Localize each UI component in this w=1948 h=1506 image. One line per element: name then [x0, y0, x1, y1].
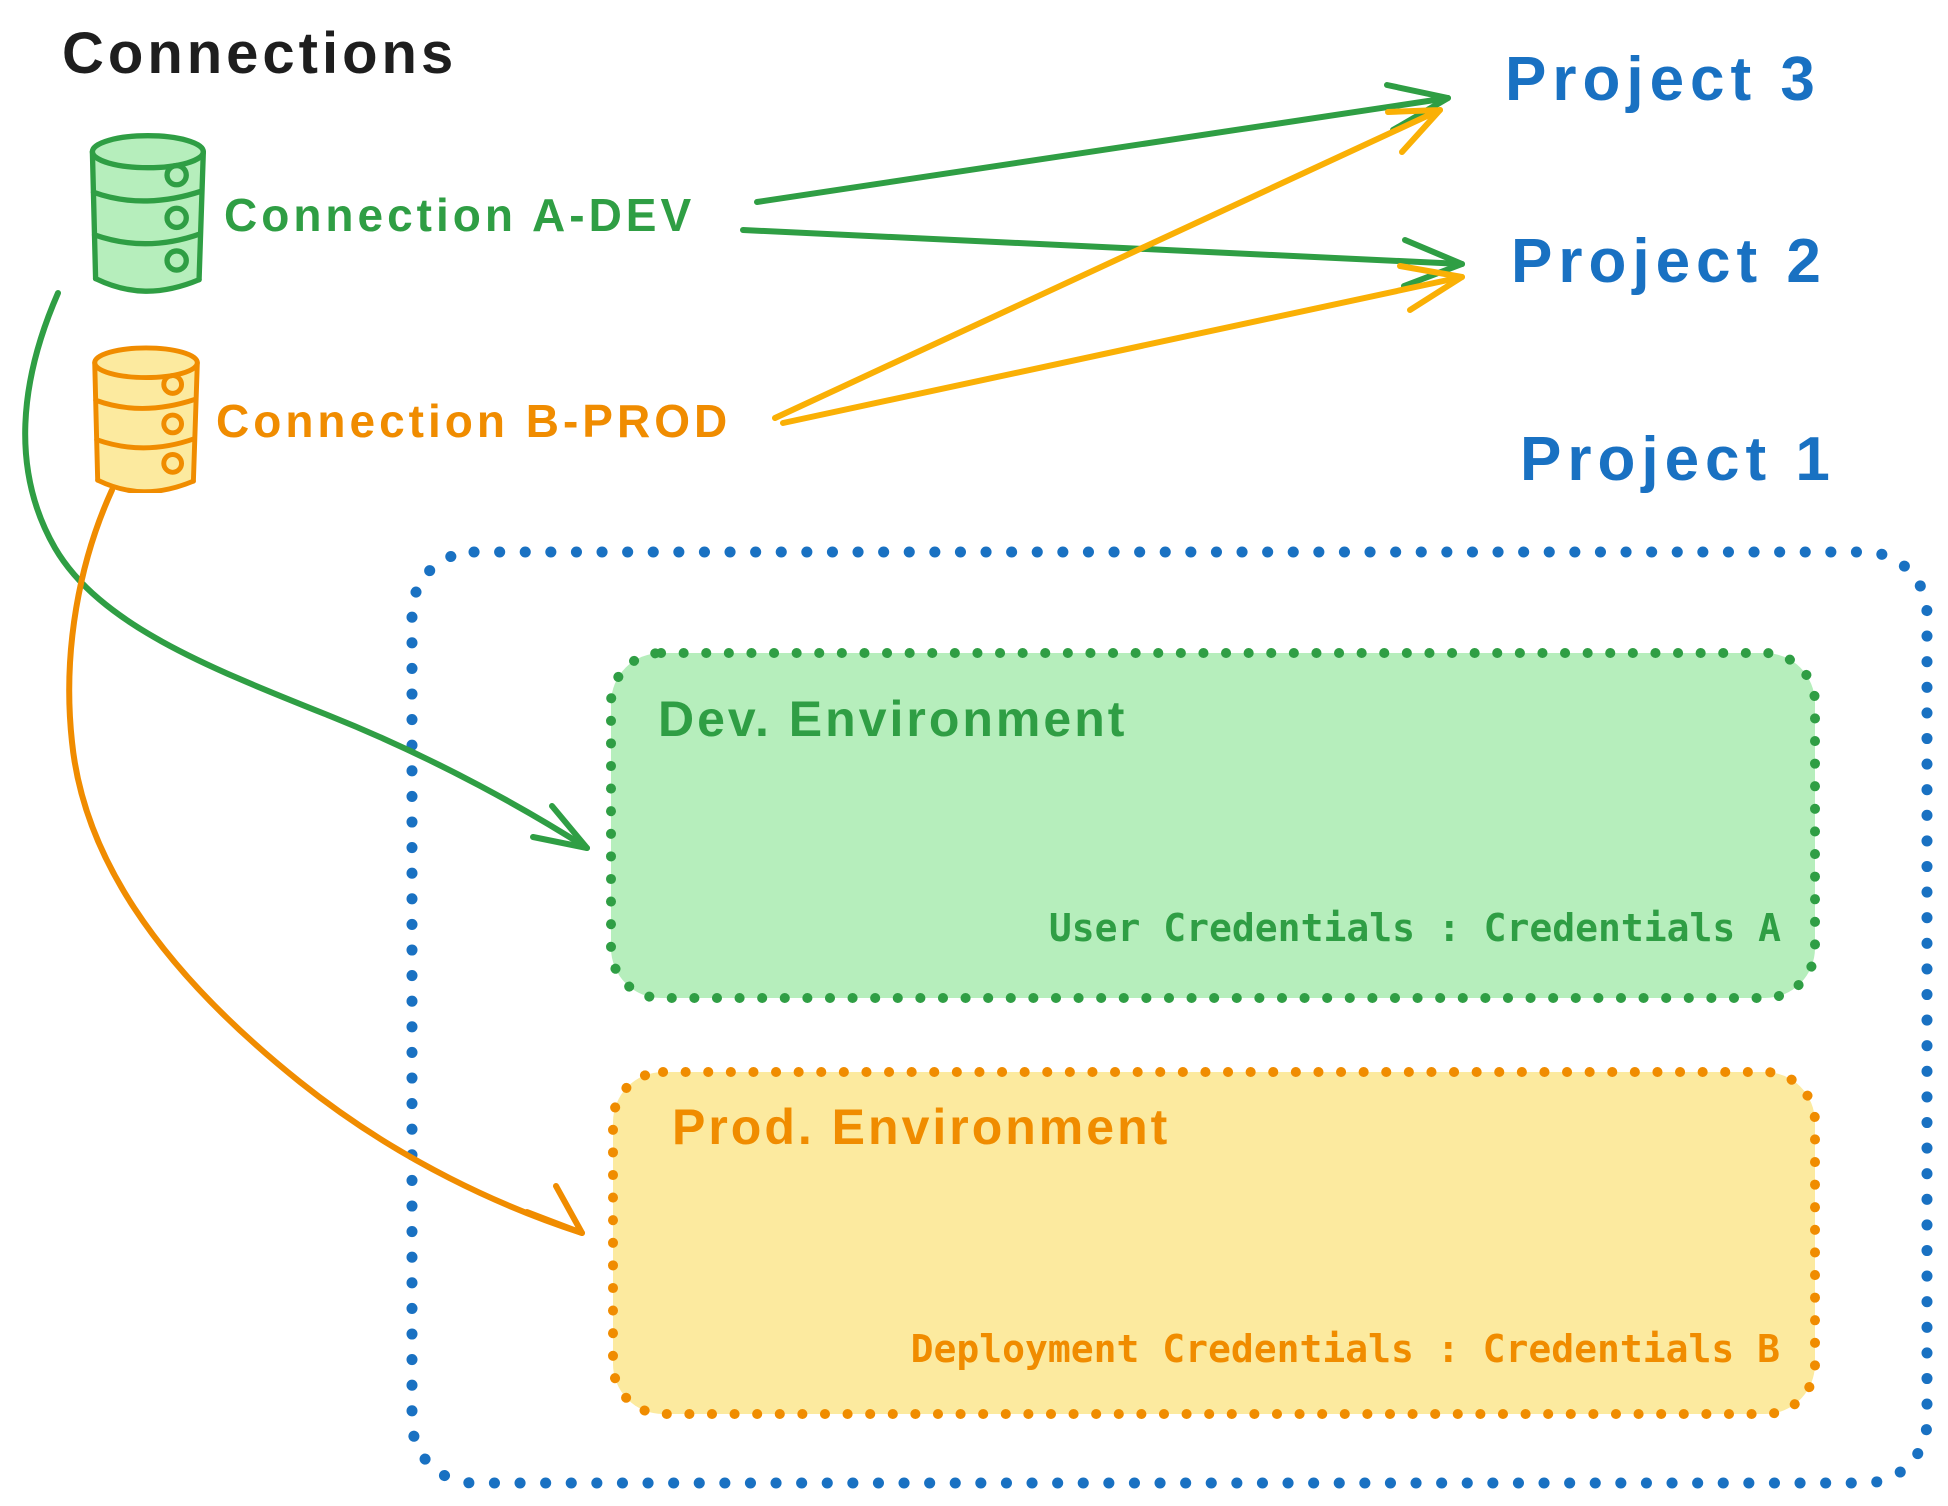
- dev-environment-title: Dev. Environment: [658, 691, 1128, 747]
- connection-a-dev-label: Connection A-DEV: [224, 189, 696, 241]
- arrow-a-dev-to-dev-env: [22, 290, 590, 851]
- project-3-label: Project 3: [1505, 45, 1821, 114]
- prod-environment-credentials: Deployment Credentials : Credentials B: [910, 1327, 1780, 1371]
- diagram-title: Connections: [62, 21, 458, 86]
- prod-environment-box: [608, 1067, 1820, 1419]
- arrow-a-dev-to-project3: [754, 82, 1451, 205]
- arrow-a-dev-to-project2: [740, 227, 1465, 289]
- project-2-label: Project 2: [1511, 227, 1827, 296]
- prod-environment-title: Prod. Environment: [672, 1099, 1171, 1155]
- arrow-b-prod-to-project3: [772, 107, 1443, 421]
- dev-environment-box: [606, 648, 1820, 1003]
- arrow-b-prod-to-prod-env: [66, 487, 585, 1236]
- connection-b-prod-label: Connection B-PROD: [216, 395, 732, 447]
- dev-environment-credentials: User Credentials : Credentials A: [1048, 906, 1781, 950]
- database-icon-a-dev: [89, 133, 206, 294]
- project1-container-box: [406, 546, 1933, 1489]
- database-icon-b-prod: [92, 345, 200, 493]
- project-1-label: Project 1: [1520, 425, 1836, 494]
- arrow-b-prod-to-project2: [780, 263, 1465, 426]
